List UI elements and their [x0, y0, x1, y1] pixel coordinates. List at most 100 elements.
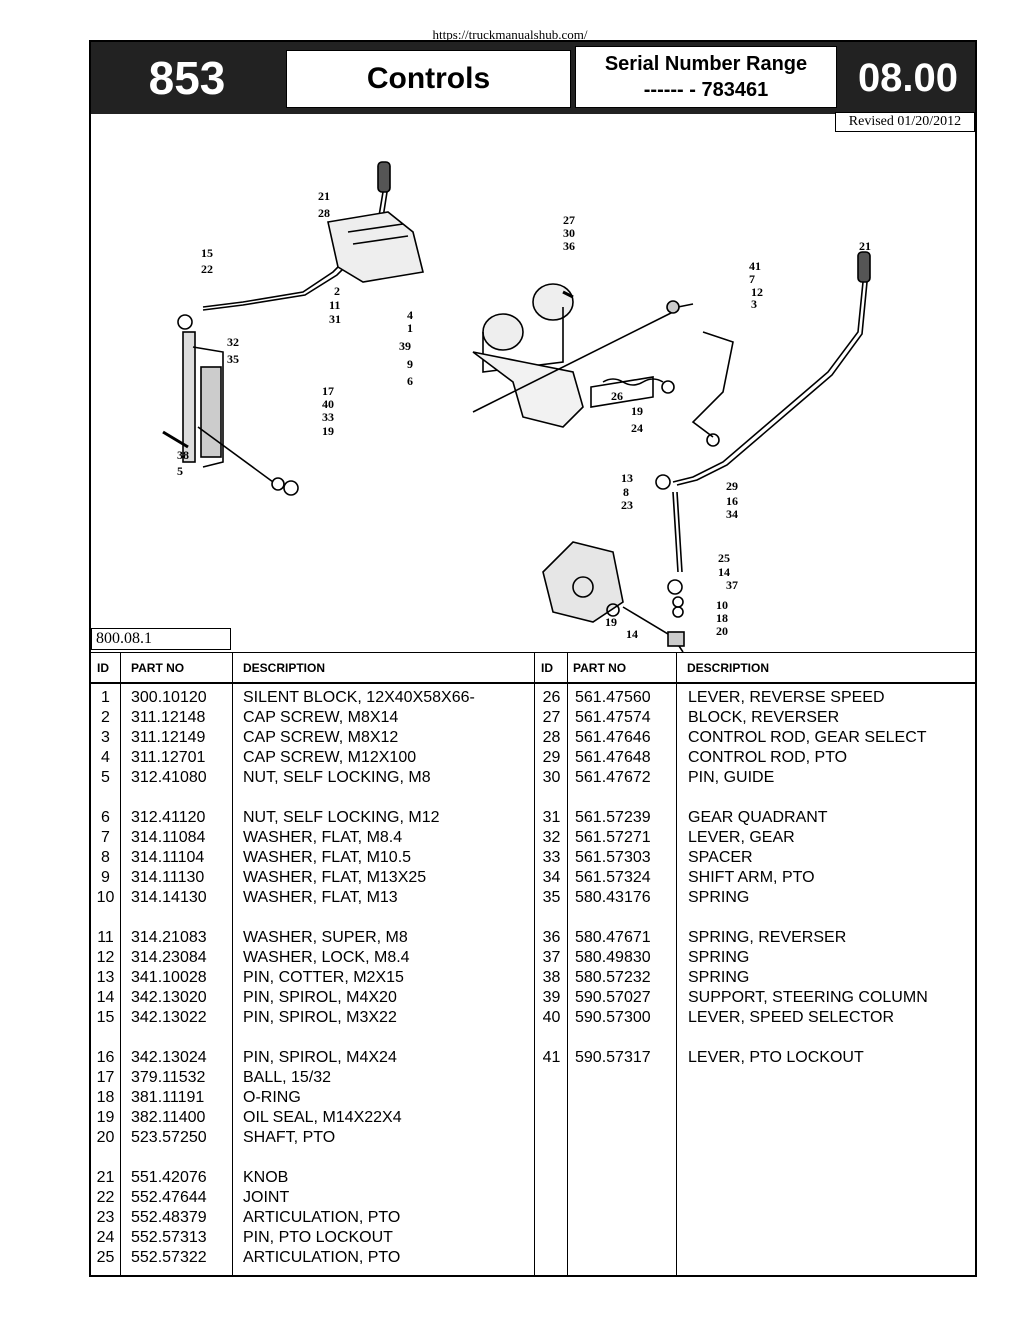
part-description: O-RING [243, 1089, 301, 1106]
part-description: GEAR QUADRANT [688, 809, 828, 826]
part-description: CONTROL ROD, GEAR SELECT [688, 729, 927, 746]
part-id: 14 [96, 989, 115, 1006]
part-id: 39 [542, 989, 561, 1006]
part-number: 342.13020 [131, 989, 207, 1006]
part-id: 2 [101, 709, 110, 726]
part-description: PIN, SPIROL, M3X22 [243, 1009, 397, 1026]
part-id: 5 [101, 769, 110, 786]
source-url[interactable]: https://truckmanualshub.com/ [432, 27, 588, 42]
part-id: 26 [542, 689, 561, 706]
part-description: LEVER, REVERSE SPEED [688, 689, 885, 706]
callout-label: 36 [563, 239, 575, 253]
part-id: 15 [96, 1009, 115, 1026]
part-description: ARTICULATION, PTO [243, 1209, 401, 1226]
part-number: 314.14130 [131, 889, 207, 906]
part-description: SPRING, REVERSER [688, 929, 847, 946]
part-description: PIN, SPIROL, M4X24 [243, 1049, 397, 1066]
callout-label: 21 [859, 239, 871, 253]
part-description: WASHER, FLAT, M13X25 [243, 869, 427, 886]
part-number: 561.47672 [575, 769, 651, 786]
part-number: 314.11104 [131, 849, 205, 866]
part-number: 311.12149 [131, 729, 206, 746]
part-id: 18 [96, 1089, 115, 1106]
part-id: 13 [96, 969, 115, 986]
callout-label: 12 [751, 285, 763, 299]
part-description: WASHER, SUPER, M8 [243, 929, 408, 946]
part-number: 341.10028 [131, 969, 207, 986]
part-description: BLOCK, REVERSER [688, 709, 840, 726]
part-id: 31 [542, 809, 561, 826]
figure-reference: 800.08.1 [91, 628, 231, 650]
col-header-part-left: PART NO [131, 661, 185, 675]
revised-date: Revised 01/20/2012 [835, 112, 975, 132]
part-id: 16 [96, 1049, 115, 1066]
parts-table-header: ID PART NO DESCRIPTION ID PART NO DESCRI… [91, 652, 975, 684]
part-id: 12 [96, 949, 115, 966]
parts-page-frame: 853 Controls Serial Number Range ------ … [89, 40, 977, 1277]
callout-label: 8 [623, 485, 629, 499]
part-number: 561.57271 [575, 829, 651, 846]
part-id: 29 [542, 749, 561, 766]
part-number: 382.11400 [131, 1109, 206, 1126]
part-id: 1 [101, 689, 110, 706]
part-id: 38 [542, 969, 561, 986]
part-id: 17 [96, 1069, 115, 1086]
part-id: 36 [542, 929, 561, 946]
part-number: 311.12701 [131, 749, 206, 766]
callout-label: 14 [718, 565, 730, 579]
part-description: WASHER, FLAT, M10.5 [243, 849, 412, 866]
part-number: 314.11084 [131, 829, 206, 846]
col-divider [567, 652, 568, 1277]
part-description: NUT, SELF LOCKING, M12 [243, 809, 440, 826]
part-number: 561.47574 [575, 709, 651, 726]
part-description: PIN, PTO LOCKOUT [243, 1229, 393, 1246]
part-description: JOINT [243, 1189, 290, 1206]
part-id: 27 [542, 709, 561, 726]
callout-label: 15 [201, 246, 213, 260]
col-divider [232, 652, 233, 1277]
table-row: 10 314.14130 WASHER, FLAT, M13 [91, 888, 975, 908]
part-id: 7 [101, 829, 110, 846]
part-number: 580.57232 [575, 969, 651, 986]
part-description: OIL SEAL, M14X22X4 [243, 1109, 402, 1126]
callout-label: 6 [407, 374, 413, 388]
part-id: 11 [97, 929, 114, 946]
part-number: 300.10120 [131, 689, 207, 706]
part-description: LEVER, GEAR [688, 829, 795, 846]
callout-label: 4 [407, 308, 413, 322]
part-description: WASHER, FLAT, M13 [243, 889, 398, 906]
table-row: 27 561.47574 BLOCK, REVERSER [91, 708, 975, 728]
serial-range-box: Serial Number Range ------ - 783461 [575, 46, 837, 108]
part-description: CAP SCREW, M12X100 [243, 749, 417, 766]
part-number: 551.42076 [131, 1169, 207, 1186]
part-description: CAP SCREW, M8X12 [243, 729, 399, 746]
part-id: 19 [96, 1109, 115, 1126]
part-id: 10 [96, 889, 115, 906]
section-number: 08.00 [857, 55, 959, 100]
callout-label: 33 [322, 410, 334, 424]
callout-label: 2 [334, 284, 340, 298]
part-number: 314.23084 [131, 949, 207, 966]
callout-label: 31 [329, 312, 341, 326]
part-number: 561.47648 [575, 749, 651, 766]
callout-label: 17 [322, 384, 334, 398]
part-description: SHIFT ARM, PTO [688, 869, 815, 886]
part-id: 20 [96, 1129, 115, 1146]
part-description: NUT, SELF LOCKING, M8 [243, 769, 431, 786]
col-header-id-right: ID [541, 661, 553, 675]
